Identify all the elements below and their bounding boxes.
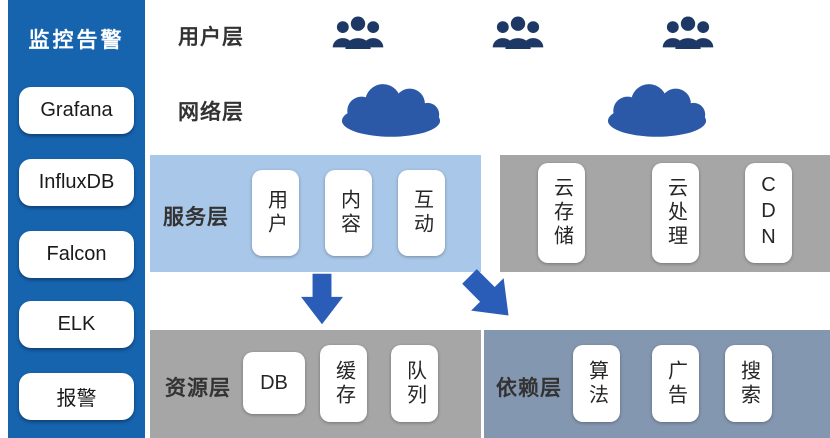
- resource-box-label: DB: [260, 371, 288, 394]
- service-box-users: 用户: [252, 170, 299, 256]
- resource-box-label: 缓存: [332, 359, 355, 408]
- down-arrow-icon: [301, 273, 343, 325]
- cloud-icon: [333, 81, 449, 139]
- sidebar-item-influxdb: InfluxDB: [19, 159, 134, 206]
- sidebar-title: 监控告警: [28, 29, 125, 52]
- dependency-layer-label: 依赖层: [496, 377, 562, 400]
- service-box-interaction: 互动: [398, 170, 445, 256]
- network-layer-label: 网络层: [178, 101, 244, 124]
- cloud-box-processing: 云处理: [652, 163, 699, 263]
- service-layer-label: 服务层: [163, 206, 229, 229]
- cloud-box-cdn: CDN: [745, 163, 792, 263]
- resource-box-queue: 队列: [391, 345, 438, 422]
- resource-box-cache: 缓存: [320, 345, 367, 422]
- monitoring-sidebar: 监控告警 Grafana InfluxDB Falcon ELK 报警: [8, 0, 145, 438]
- dependency-box-label: 搜索: [737, 359, 760, 408]
- service-box-label: 用户: [264, 189, 287, 237]
- users-icon: [491, 11, 545, 55]
- resource-box-db: DB: [243, 352, 305, 414]
- cloud-icon: [599, 81, 715, 139]
- service-box-label: 内容: [337, 189, 360, 237]
- dependency-box-search: 搜索: [725, 345, 772, 422]
- dependency-box-algorithm: 算法: [573, 345, 620, 422]
- down-right-arrow-icon: [453, 260, 525, 332]
- user-layer-label: 用户层: [178, 26, 244, 49]
- cloud-box-label: CDN: [757, 174, 780, 252]
- dependency-box-label: 算法: [585, 359, 608, 408]
- sidebar-item-elk: ELK: [19, 301, 134, 348]
- cloud-box-label: 云处理: [664, 177, 687, 249]
- sidebar-item-falcon: Falcon: [19, 231, 134, 278]
- sidebar-item-grafana: Grafana: [19, 87, 134, 134]
- dependency-box-ads: 广告: [652, 345, 699, 422]
- users-icon: [661, 11, 715, 55]
- resource-box-label: 队列: [403, 359, 426, 408]
- users-icon: [331, 11, 385, 55]
- dependency-box-label: 广告: [664, 359, 687, 408]
- service-box-content: 内容: [325, 170, 372, 256]
- cloud-box-label: 云存储: [550, 177, 573, 249]
- cloud-box-storage: 云存储: [538, 163, 585, 263]
- resource-layer-label: 资源层: [165, 377, 231, 400]
- sidebar-item-alert: 报警: [19, 373, 134, 420]
- service-box-label: 互动: [410, 189, 433, 237]
